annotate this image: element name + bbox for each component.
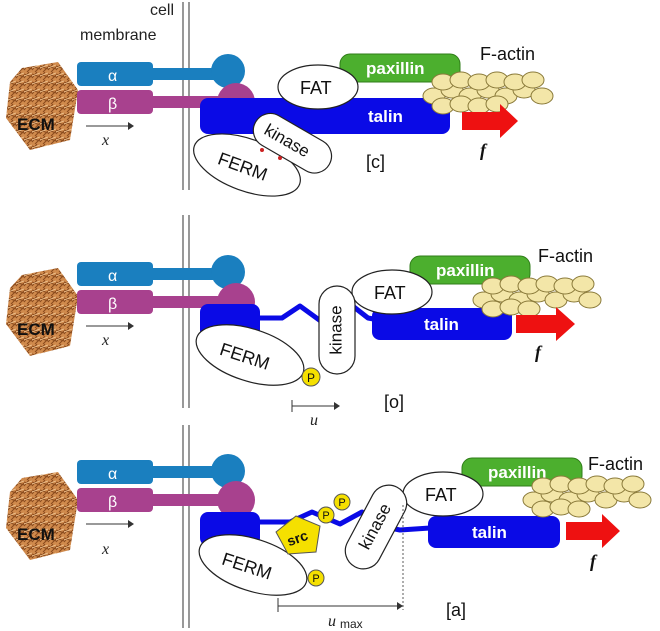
umax-subscript: max — [340, 617, 363, 631]
talin-bar — [372, 308, 512, 340]
state-label: [c] — [366, 152, 385, 172]
alpha-integrin-head — [211, 255, 245, 289]
alpha-integrin — [77, 62, 153, 86]
ecm-label: ECM — [17, 525, 55, 544]
kinase-domain — [252, 112, 333, 174]
force-arrow — [566, 514, 620, 548]
paxillin-label: paxillin — [488, 463, 547, 482]
kinase-domain — [318, 285, 356, 375]
phosphate-circle — [333, 493, 351, 511]
fat-domain — [277, 64, 359, 110]
talin-label: talin — [472, 523, 507, 542]
fat-label: FAT — [374, 283, 406, 303]
x-label: x — [101, 541, 109, 558]
paxillin-label: paxillin — [366, 59, 425, 78]
talin-bar — [428, 516, 560, 548]
talin-label: talin — [424, 315, 459, 334]
phosphate-circle — [317, 506, 335, 524]
panel-active: ECM α β x talin paxillin FAT kinase FERM… — [6, 454, 652, 631]
alpha-label: α — [108, 68, 117, 85]
alpha-integrin — [77, 262, 153, 286]
beta-integrin-head — [217, 481, 255, 519]
state-label: [o] — [384, 392, 404, 412]
x-label: x — [101, 332, 109, 349]
beta-label: β — [108, 296, 117, 313]
force-arrow — [462, 104, 518, 138]
src-kinase — [275, 515, 321, 555]
force-label: f — [535, 342, 543, 362]
ecm-label: ECM — [17, 115, 55, 134]
kinase-label: kinase — [326, 305, 345, 354]
phosphate-label: P — [312, 573, 319, 585]
alpha-label: α — [108, 466, 117, 483]
force-label: f — [480, 140, 488, 160]
kinase-domain — [344, 484, 408, 570]
membrane-label-line2: membrane — [80, 27, 157, 44]
f-actin-label: F-actin — [538, 246, 593, 266]
panel-closed: ECM α β x talin paxillin FAT FERM kinase — [6, 44, 554, 197]
src-label: src — [285, 527, 310, 549]
membrane-label-line1: cell — [150, 2, 174, 19]
beta-integrin — [77, 488, 153, 512]
beta-integrin — [77, 90, 153, 114]
fat-label: FAT — [300, 78, 332, 98]
f-actin-filament — [422, 71, 554, 115]
beta-integrin — [77, 290, 153, 314]
f-actin-label: F-actin — [480, 44, 535, 64]
ecm-label: ECM — [17, 320, 55, 339]
talin-label: talin — [368, 107, 403, 126]
paxillin-label: paxillin — [436, 261, 495, 280]
beta-label: β — [108, 96, 117, 113]
ecm-block — [6, 62, 78, 150]
ecm-block — [6, 268, 78, 356]
f-actin-filament — [522, 475, 652, 518]
phosphate-label: P — [307, 371, 315, 385]
x-label: x — [101, 132, 109, 149]
paxillin-bar — [409, 255, 531, 285]
ecm-block — [6, 472, 78, 560]
alpha-integrin-head — [211, 454, 245, 488]
fat-domain — [351, 269, 433, 315]
alpha-label: α — [108, 268, 117, 285]
alpha-integrin — [77, 460, 153, 484]
f-actin-filament — [472, 275, 602, 318]
force-arrow — [516, 307, 575, 341]
fat-label: FAT — [425, 485, 457, 505]
f-actin-label: F-actin — [588, 454, 643, 474]
force-label: f — [590, 551, 598, 571]
panel-open: ECM α β x talin paxillin FAT kinase FERM… — [6, 246, 602, 429]
state-label: [a] — [446, 600, 466, 620]
umax-label: u — [328, 613, 336, 630]
beta-label: β — [108, 494, 117, 511]
ferm-domain — [198, 534, 308, 596]
phosphate-label: P — [338, 497, 345, 509]
u-label: u — [310, 412, 318, 429]
phosphate-circle — [307, 569, 325, 587]
phosphate-label: P — [322, 510, 329, 522]
alpha-integrin-head — [211, 54, 245, 88]
phosphate-circle — [301, 367, 321, 387]
